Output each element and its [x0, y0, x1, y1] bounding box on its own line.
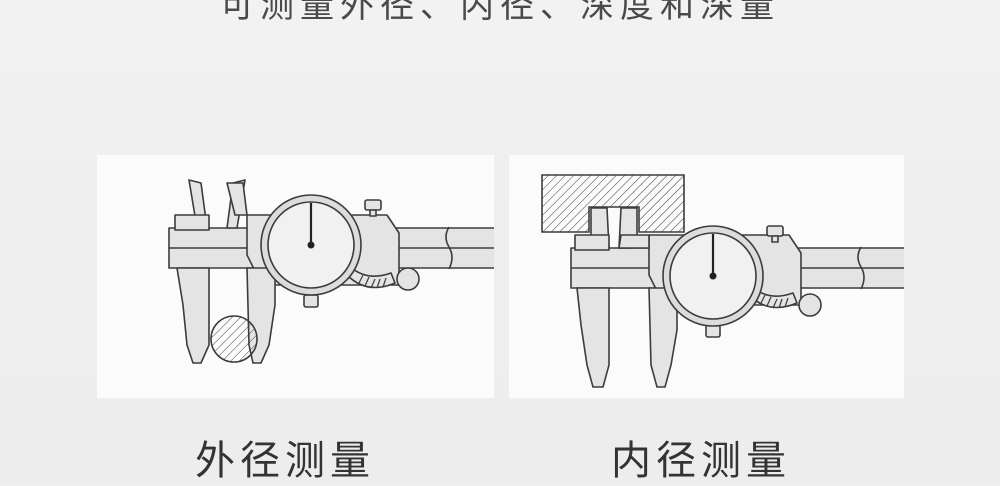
thumb-roller	[396, 267, 420, 291]
round-workpiece	[210, 315, 258, 363]
fixed-lower-jaw	[576, 287, 610, 388]
inner-diameter-panel	[509, 155, 904, 398]
bored-workpiece	[541, 174, 685, 233]
lock-screw	[364, 199, 382, 211]
inner-diameter-caption: 内径测量	[611, 438, 791, 484]
inner-caliper-illustration	[541, 174, 904, 388]
lock-screw	[766, 225, 784, 237]
header-text: 可测量外径、内径、深度和深量	[220, 0, 780, 26]
fixed-lower-jaw	[176, 267, 210, 364]
outer-caliper-illustration	[168, 179, 494, 364]
thumb-roller	[798, 293, 822, 317]
outer-diameter-panel	[97, 155, 494, 398]
outer-diameter-caption: 外径测量	[195, 438, 375, 484]
